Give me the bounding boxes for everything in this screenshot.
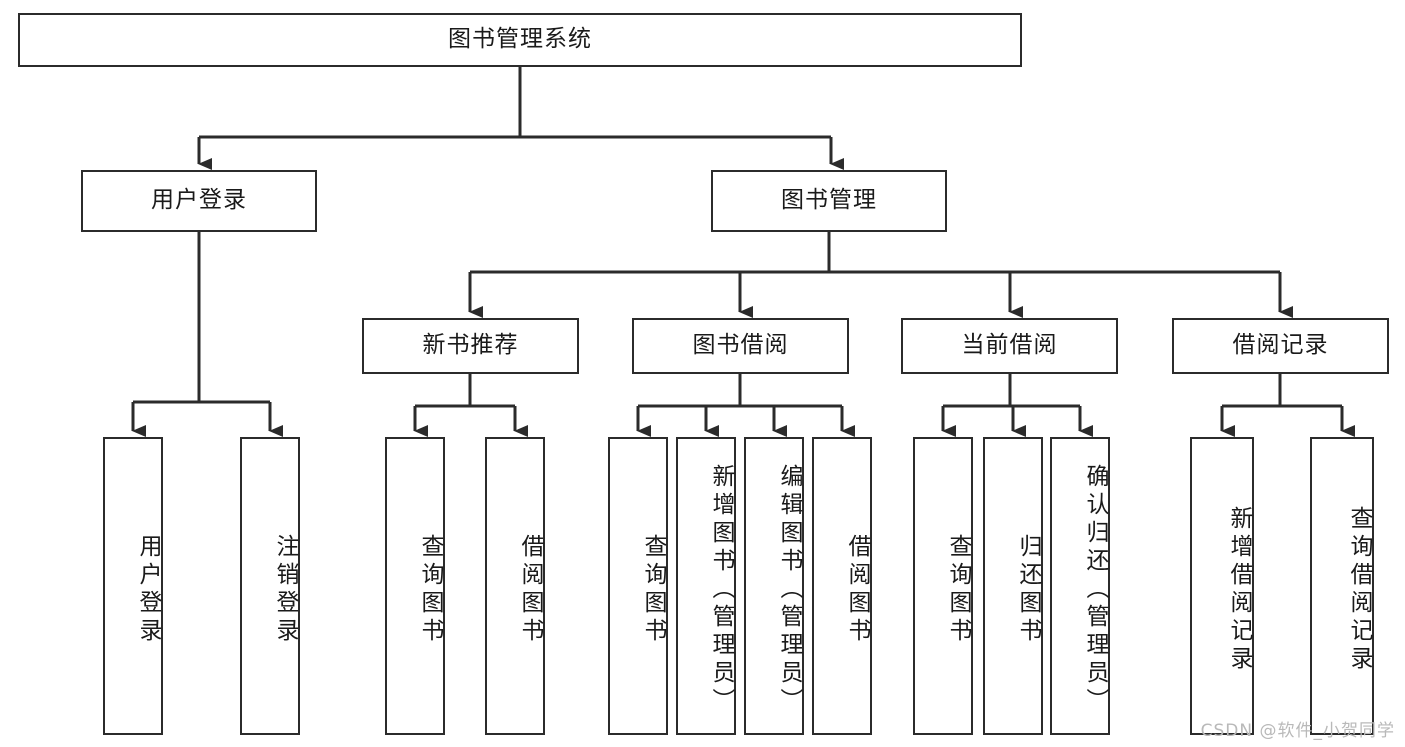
leaf-borrow-book-label: 借阅图书 <box>844 534 870 646</box>
node-book-borrow[interactable]: 图书借阅 <box>632 318 849 374</box>
leaf-edit-book-admin[interactable]: 编辑图书（管理员） <box>744 437 804 735</box>
leaf-return-book-label: 归还图书 <box>1015 534 1041 646</box>
leaf-borrow-book-recommend-label: 借阅图书 <box>517 534 543 646</box>
leaf-user-login-label: 用户登录 <box>135 534 161 646</box>
leaf-query-borrow-record[interactable]: 查询借阅记录 <box>1310 437 1374 735</box>
node-new-book-recommend[interactable]: 新书推荐 <box>362 318 579 374</box>
leaf-return-book[interactable]: 归还图书 <box>983 437 1043 735</box>
node-book-management[interactable]: 图书管理 <box>711 170 947 232</box>
node-user-login[interactable]: 用户登录 <box>81 170 317 232</box>
leaf-logout[interactable]: 注销登录 <box>240 437 300 735</box>
leaf-add-borrow-record-label: 新增借阅记录 <box>1226 506 1252 674</box>
node-book-management-label: 图书管理 <box>781 187 877 214</box>
node-new-book-recommend-label: 新书推荐 <box>422 332 519 359</box>
leaf-borrow-book-recommend[interactable]: 借阅图书 <box>485 437 545 735</box>
node-borrow-record-label: 借阅记录 <box>1232 332 1329 359</box>
leaf-query-book-recommend-label: 查询图书 <box>417 534 443 646</box>
leaf-query-book-recommend[interactable]: 查询图书 <box>385 437 445 735</box>
leaf-query-book-current[interactable]: 查询图书 <box>913 437 973 735</box>
leaf-add-book-admin-label: 新增图书（管理员） <box>708 464 734 716</box>
node-current-borrow[interactable]: 当前借阅 <box>901 318 1118 374</box>
node-borrow-record[interactable]: 借阅记录 <box>1172 318 1389 374</box>
leaf-confirm-return-admin-label: 确认归还（管理员） <box>1082 464 1108 716</box>
leaf-borrow-book[interactable]: 借阅图书 <box>812 437 872 735</box>
leaf-query-book[interactable]: 查询图书 <box>608 437 668 735</box>
leaf-add-book-admin[interactable]: 新增图书（管理员） <box>676 437 736 735</box>
node-user-login-label: 用户登录 <box>151 187 247 214</box>
node-current-borrow-label: 当前借阅 <box>961 332 1058 359</box>
leaf-add-borrow-record[interactable]: 新增借阅记录 <box>1190 437 1254 735</box>
node-root[interactable]: 图书管理系统 <box>18 13 1022 67</box>
leaf-user-login[interactable]: 用户登录 <box>103 437 163 735</box>
node-book-borrow-label: 图书借阅 <box>692 332 789 359</box>
leaf-edit-book-admin-label: 编辑图书（管理员） <box>776 464 802 716</box>
leaf-query-book-current-label: 查询图书 <box>945 534 971 646</box>
leaf-query-book-label: 查询图书 <box>640 534 666 646</box>
leaf-logout-label: 注销登录 <box>272 534 298 646</box>
leaf-confirm-return-admin[interactable]: 确认归还（管理员） <box>1050 437 1110 735</box>
node-root-label: 图书管理系统 <box>448 26 592 53</box>
leaf-query-borrow-record-label: 查询借阅记录 <box>1346 506 1372 674</box>
